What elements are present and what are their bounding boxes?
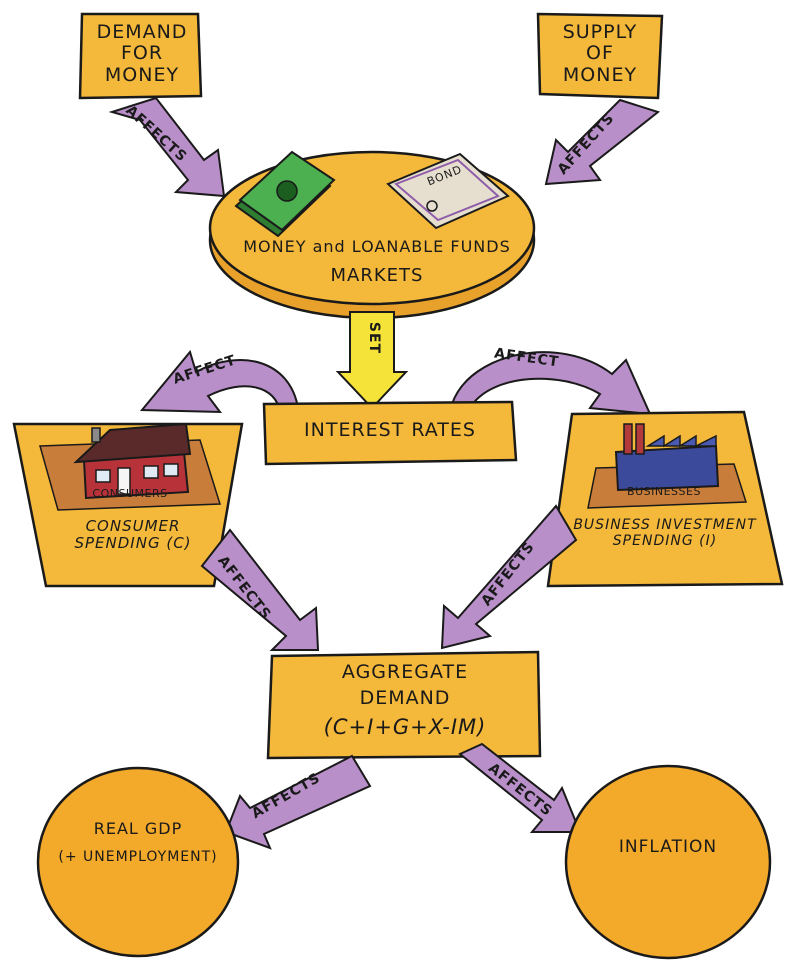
consumers-tag: CONSUMERS	[92, 487, 168, 500]
arrow-affect-right	[450, 351, 652, 416]
inflation-label: INFLATION	[618, 837, 718, 857]
interest-rates-label: INTEREST RATES	[304, 419, 476, 441]
bond-certificate-icon	[386, 152, 510, 230]
interest-rates-box	[262, 400, 518, 466]
business-investment-label: BUSINESS INVESTMENT SPENDING (I)	[573, 517, 757, 549]
aggregate-demand-line1: AGGREGATE	[341, 661, 469, 683]
real-gdp-circle	[36, 766, 240, 958]
arrow-aggregate-to-gdp	[224, 754, 372, 850]
arrow-consumer-to-aggregate	[200, 528, 320, 651]
markets-label-line2: MARKETS	[330, 265, 424, 286]
set-label: SET	[366, 321, 383, 355]
demand-for-money-label: DEMAND FOR MONEY	[96, 21, 188, 86]
inflation-circle	[564, 764, 772, 960]
supply-of-money-label: SUPPLY OF MONEY	[562, 21, 638, 86]
demand-for-money-box	[78, 12, 203, 100]
arrow-business-to-aggregate	[440, 504, 578, 650]
markets-label-line1: MONEY and LOANABLE FUNDS	[243, 237, 511, 256]
consumer-spending-label: CONSUMER SPENDING (C)	[74, 517, 192, 552]
aggregate-demand-line3: (C+I+G+X-IM)	[323, 715, 487, 739]
real-gdp-label-line2: (+ UNEMPLOYMENT)	[58, 849, 218, 865]
arrow-set	[335, 311, 409, 410]
house-icon	[73, 422, 192, 500]
supply-of-money-box	[536, 12, 664, 100]
aggregate-demand-box	[266, 650, 542, 760]
arrow-affect-left	[139, 349, 300, 414]
aggregate-demand-line2: DEMAND	[359, 687, 451, 709]
factory-icon	[614, 423, 720, 492]
arrow-aggregate-to-inflation	[458, 742, 582, 833]
real-gdp-label-line1: REAL GDP	[93, 819, 183, 838]
businesses-tag: BUSINESSES	[627, 485, 701, 498]
money-stack-icon	[234, 150, 336, 238]
arrow-supply-to-markets	[544, 98, 661, 186]
